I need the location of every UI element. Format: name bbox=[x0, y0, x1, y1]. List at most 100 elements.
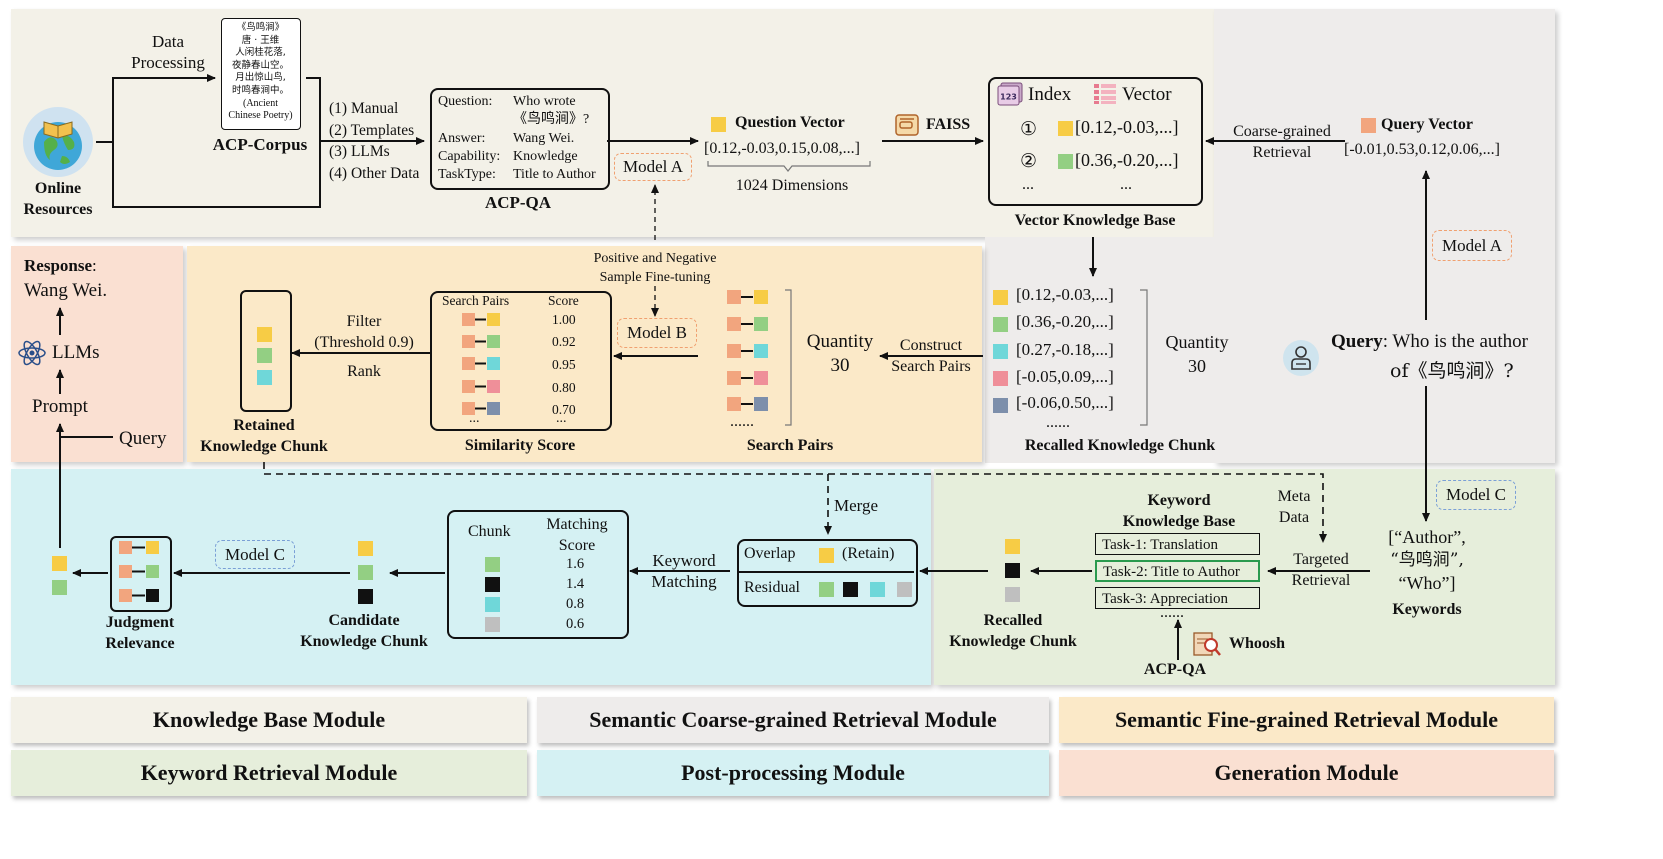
retained-square-yellow bbox=[257, 327, 272, 342]
legend-keyword-retrieval: Keyword Retrieval Module bbox=[11, 750, 527, 796]
final-square-yellow bbox=[52, 556, 67, 571]
match-square-green bbox=[485, 557, 500, 572]
recalled-square-5 bbox=[993, 398, 1008, 413]
atom-icon bbox=[17, 340, 47, 366]
coarse-retrieval-panel-lower bbox=[985, 237, 1215, 463]
question-vector-label: Question Vector bbox=[735, 114, 845, 131]
candidate-square-yellow bbox=[358, 541, 373, 556]
legend-knowledge-base: Knowledge Base Module bbox=[11, 697, 527, 743]
merge-divider bbox=[739, 571, 914, 573]
faiss-icon bbox=[895, 114, 919, 136]
acp-qa-box bbox=[430, 88, 610, 190]
response-label: Response: bbox=[24, 256, 97, 275]
rank-label: Rank bbox=[347, 363, 381, 380]
model-a-badge: Model A bbox=[614, 153, 692, 181]
vkb-dots-right: ... bbox=[1120, 176, 1132, 193]
vkb-row-1-square bbox=[1058, 121, 1073, 136]
query-vector-value: [-0.01,0.53,0.12,0.06,...] bbox=[1344, 141, 1500, 158]
retained-square-cyan bbox=[257, 370, 272, 385]
overlap-square bbox=[819, 548, 834, 563]
generation-panel bbox=[11, 246, 183, 462]
match-square-gray bbox=[485, 617, 500, 632]
user-query-text: Query: Who is the author bbox=[1331, 331, 1529, 352]
vector-label: Vector bbox=[1122, 84, 1172, 105]
keywords-list: [“Author”, “鸟鸣涧”, “Who”] bbox=[1388, 527, 1466, 593]
recalled-square-4 bbox=[993, 371, 1008, 386]
recalled-value-3: [0.27,-0.18,...] bbox=[1016, 340, 1114, 359]
index-label: Index bbox=[1028, 84, 1072, 105]
task-3-row: Task-3: Appreciation bbox=[1095, 587, 1260, 609]
faiss-label: FAISS bbox=[926, 116, 971, 133]
tasks-dots: ...... bbox=[1160, 604, 1184, 621]
svg-text:123: 123 bbox=[1000, 93, 1017, 102]
match-score-2: 1.4 bbox=[566, 576, 585, 592]
merge-label: Merge bbox=[834, 496, 879, 515]
model-b-badge: Model B bbox=[617, 318, 697, 348]
vkb-row-2-square bbox=[1058, 154, 1073, 169]
sim-dots-right: ... bbox=[556, 411, 567, 426]
fine-retrieval-panel bbox=[187, 246, 982, 462]
search-pairs-dots: ...... bbox=[730, 413, 754, 430]
task-1-row: Task-1: Translation bbox=[1095, 533, 1260, 555]
chunk-header: Chunk bbox=[468, 523, 511, 540]
vkb-row-1-num: ① bbox=[1020, 119, 1038, 140]
residual-square-black bbox=[843, 582, 858, 597]
whoosh-icon bbox=[1192, 630, 1222, 658]
recalled-square-3 bbox=[993, 344, 1008, 359]
whoosh-label: Whoosh bbox=[1229, 635, 1286, 652]
recalled-value-5: [-0.06,0.50,...] bbox=[1016, 393, 1114, 412]
residual-square-green bbox=[819, 582, 834, 597]
sim-score-1: 1.00 bbox=[552, 312, 576, 327]
model-c-badge-kw: Model C bbox=[1436, 480, 1516, 510]
candidate-square-green bbox=[358, 565, 373, 580]
retained-square-green bbox=[257, 348, 272, 363]
residual-square-gray bbox=[897, 582, 912, 597]
match-score-4: 0.6 bbox=[566, 616, 585, 632]
residual-label: Residual bbox=[744, 579, 800, 596]
similarity-score-box bbox=[430, 291, 612, 431]
vector-knowledge-base-box bbox=[988, 77, 1203, 206]
acp-corpus-label: ACP-Corpus bbox=[212, 135, 308, 154]
response-value: Wang Wei. bbox=[24, 280, 108, 301]
vkb-row-1-value: [0.12,-0.03,...] bbox=[1075, 117, 1179, 137]
vkb-row-2-value: [0.36,-0.20,...] bbox=[1075, 150, 1179, 170]
index-icon: 123 bbox=[997, 82, 1023, 106]
legend-post-processing: Post-processing Module bbox=[537, 750, 1049, 796]
recalled-value-2: [0.36,-0.20,...] bbox=[1016, 312, 1114, 331]
kw-recalled-black bbox=[1005, 563, 1020, 578]
task-2-row: Task-2: Title to Author bbox=[1095, 560, 1260, 582]
vector-knowledge-base-label: Vector Knowledge Base bbox=[1014, 212, 1176, 229]
match-score-3: 0.8 bbox=[566, 596, 585, 612]
keywords-label: Keywords bbox=[1392, 601, 1462, 618]
query-vector-square bbox=[1361, 118, 1376, 133]
prompt-label: Prompt bbox=[32, 396, 88, 417]
overlap-label: Overlap bbox=[744, 545, 796, 562]
sim-score-5: 0.70 bbox=[552, 402, 576, 417]
final-square-green bbox=[52, 580, 67, 595]
recalled-value-1: [0.12,-0.03,...] bbox=[1016, 285, 1114, 304]
llms-label: LLMs bbox=[52, 342, 100, 363]
sim-score-4: 0.80 bbox=[552, 380, 576, 395]
filter-threshold-label: Filter(Threshold 0.9) bbox=[314, 313, 414, 351]
question-vector-square bbox=[711, 117, 726, 132]
user-avatar-icon bbox=[1280, 339, 1322, 377]
acp-qa-values: Who wrote 《鸟鸣涧》? Wang Wei. Knowledge Tit… bbox=[513, 94, 596, 183]
match-score-1: 1.6 bbox=[566, 556, 585, 572]
candidate-square-black bbox=[358, 589, 373, 604]
recalled-dots: ...... bbox=[1046, 414, 1070, 431]
sim-header-score: Score bbox=[548, 293, 579, 308]
retain-label: (Retain) bbox=[842, 545, 895, 562]
vector-list-icon bbox=[1093, 83, 1117, 105]
